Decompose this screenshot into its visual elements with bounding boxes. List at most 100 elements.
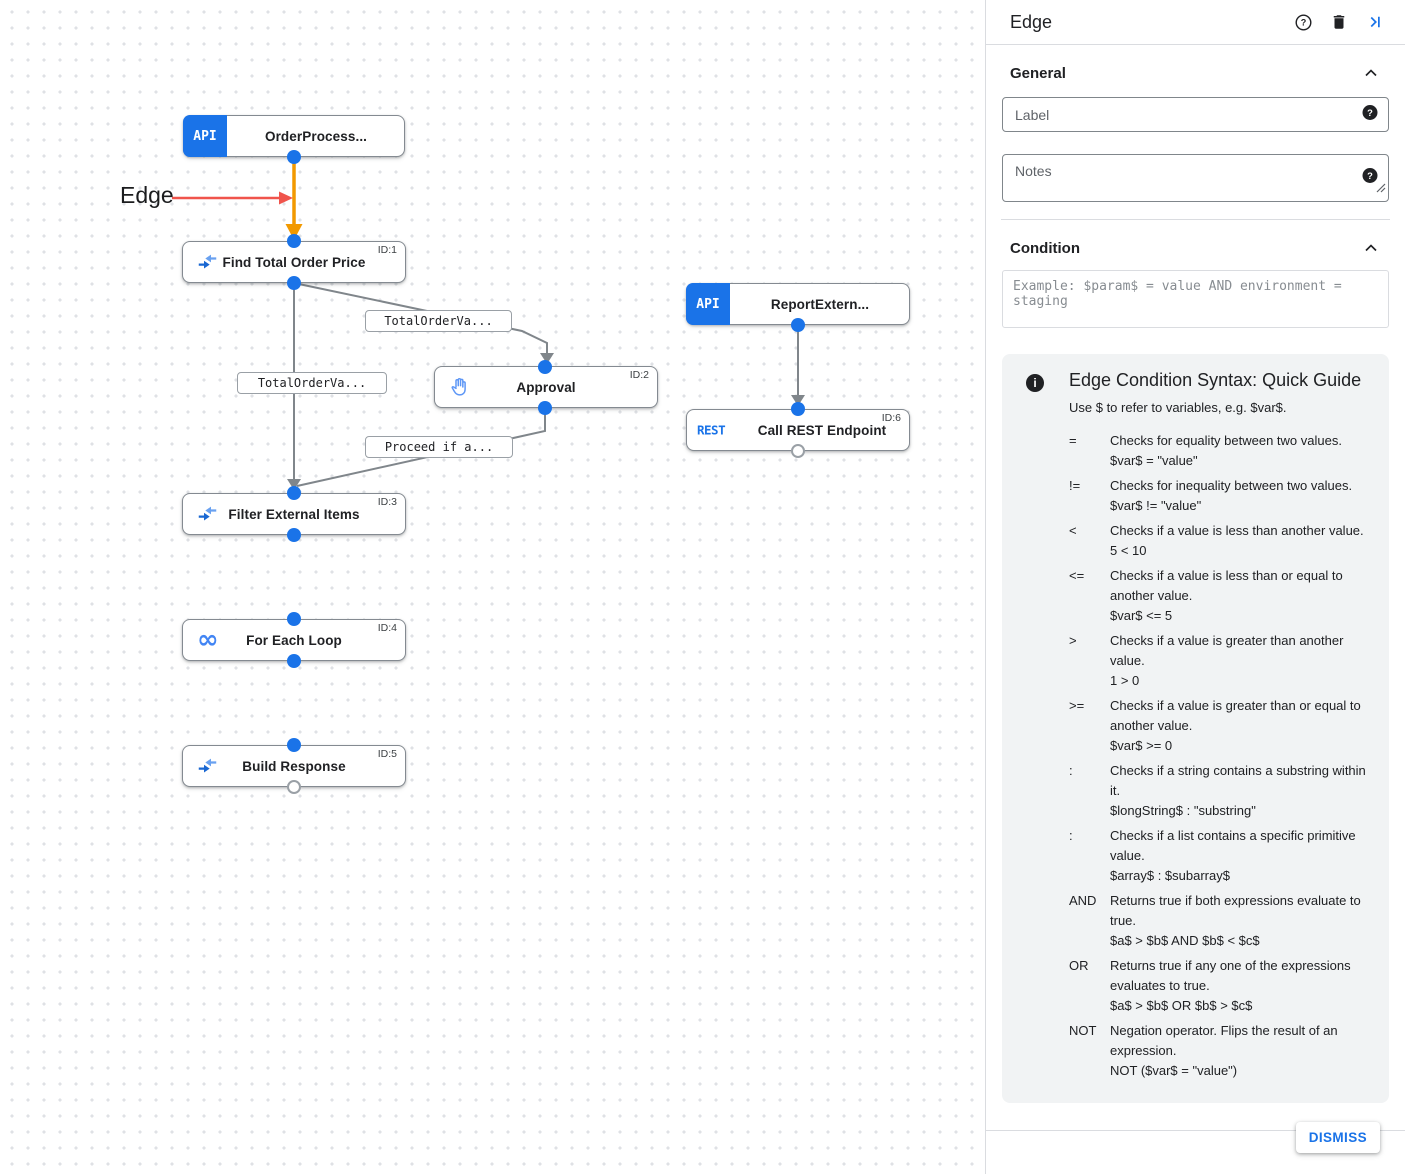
connector-out-open[interactable] bbox=[287, 780, 301, 794]
arrowhead bbox=[791, 395, 805, 406]
guide-row: AND Returns true if both expressions eva… bbox=[1069, 891, 1379, 951]
operator: > bbox=[1069, 633, 1077, 648]
operator-description: Negation operator. Flips the result of a… bbox=[1110, 1023, 1338, 1058]
operator: >= bbox=[1069, 698, 1085, 713]
connector-out-open[interactable] bbox=[791, 444, 805, 458]
loop-icon: ∞ bbox=[197, 625, 219, 655]
operator: NOT bbox=[1069, 1023, 1097, 1038]
operator-example: $var$ >= 0 bbox=[1110, 738, 1173, 753]
condition-section-title: Condition bbox=[1010, 239, 1080, 257]
connector-out[interactable] bbox=[287, 654, 301, 668]
connector-out[interactable] bbox=[287, 150, 301, 164]
operator-description: Checks if a list contains a specific pri… bbox=[1110, 828, 1356, 863]
operator: = bbox=[1069, 433, 1077, 448]
label-field-wrapper: ? bbox=[1002, 97, 1389, 132]
approval-hand-icon bbox=[449, 377, 470, 398]
svg-text:?: ? bbox=[1367, 171, 1373, 181]
svg-text:?: ? bbox=[1300, 17, 1306, 27]
guide-operator-list: = Checks for equality between two values… bbox=[1069, 431, 1379, 1081]
general-section-title: General bbox=[1010, 64, 1066, 82]
node-title: ReportExtern... bbox=[770, 296, 870, 312]
notes-help-icon[interactable]: ? bbox=[1361, 167, 1379, 190]
connector-out[interactable] bbox=[791, 318, 805, 332]
node-title: For Each Loop bbox=[246, 632, 342, 648]
operator: AND bbox=[1069, 893, 1097, 908]
operator-description: Checks if a value is less than another v… bbox=[1110, 523, 1364, 538]
edge-label-totalorderva-2[interactable]: TotalOrderVa... bbox=[237, 372, 387, 394]
svg-text:?: ? bbox=[1367, 107, 1373, 117]
connector-in[interactable] bbox=[791, 402, 805, 416]
delete-icon[interactable] bbox=[1327, 10, 1351, 34]
guide-subtitle: Use $ to refer to variables, e.g. $var$. bbox=[1069, 400, 1287, 415]
edge-properties-panel: Edge ? General bbox=[985, 0, 1405, 1174]
node-title: Approval bbox=[516, 379, 576, 395]
collapse-condition-icon[interactable] bbox=[1361, 238, 1381, 258]
connector-in[interactable] bbox=[287, 612, 301, 626]
operator: : bbox=[1069, 828, 1073, 843]
edge-label-proceed-if[interactable]: Proceed if a... bbox=[365, 436, 513, 458]
edge-find-to-approval[interactable] bbox=[293, 282, 548, 358]
operator-description: Returns true if any one of the expressio… bbox=[1110, 958, 1351, 993]
collapse-general-icon[interactable] bbox=[1361, 63, 1381, 83]
operator-description: Checks if a value is greater than anothe… bbox=[1110, 633, 1344, 668]
help-icon[interactable]: ? bbox=[1291, 10, 1315, 34]
node-id-label: ID:1 bbox=[377, 244, 397, 256]
notes-input[interactable] bbox=[1002, 154, 1389, 202]
connector-out[interactable] bbox=[287, 528, 301, 542]
panel-footer: DISMISS bbox=[986, 1122, 1405, 1174]
label-help-icon[interactable]: ? bbox=[1361, 103, 1379, 126]
dismiss-button[interactable]: DISMISS bbox=[1295, 1122, 1380, 1153]
general-section: General ? ? bbox=[986, 45, 1405, 220]
edge-connections-layer bbox=[172, 160, 805, 490]
operator-description: Checks for inequality between two values… bbox=[1110, 478, 1353, 493]
operator-example: $a$ > $b$ OR $b$ > $c$ bbox=[1110, 998, 1253, 1013]
label-input[interactable] bbox=[1002, 97, 1389, 132]
operator-description: Checks if a value is less than or equal … bbox=[1110, 568, 1343, 603]
node-reportextern-trigger[interactable]: API ReportExtern... bbox=[686, 283, 910, 325]
operator-description: Checks for equality between two values. bbox=[1110, 433, 1342, 448]
node-id-label: ID:4 bbox=[377, 622, 397, 634]
edge-approval-to-filter[interactable] bbox=[296, 408, 546, 487]
connector-in[interactable] bbox=[287, 234, 301, 248]
connector-out[interactable] bbox=[538, 401, 552, 415]
guide-row: < Checks if a value is less than another… bbox=[1069, 521, 1379, 561]
condition-section: Condition i Edge Condition Syntax: Quick… bbox=[986, 220, 1405, 1103]
connector-out[interactable] bbox=[287, 276, 301, 290]
connector-in[interactable] bbox=[287, 738, 301, 752]
guide-row: : Checks if a list contains a specific p… bbox=[1069, 826, 1379, 886]
edge-annotation-label: Edge bbox=[120, 182, 174, 208]
guide-row: <= Checks if a value is less than or equ… bbox=[1069, 566, 1379, 626]
guide-row: != Checks for inequality between two val… bbox=[1069, 476, 1379, 516]
data-mapping-icon bbox=[197, 504, 218, 525]
operator-description: Returns true if both expressions evaluat… bbox=[1110, 893, 1361, 928]
operator-example: 5 < 10 bbox=[1110, 543, 1147, 558]
operator-example: $var$ != "value" bbox=[1110, 498, 1202, 513]
node-title: Filter External Items bbox=[228, 506, 360, 522]
panel-header: Edge ? bbox=[986, 0, 1405, 45]
selected-edge-arrowhead[interactable] bbox=[285, 224, 303, 240]
collapse-panel-icon[interactable] bbox=[1363, 10, 1387, 34]
node-title: Build Response bbox=[242, 758, 346, 774]
api-badge-icon: API bbox=[183, 115, 227, 157]
data-mapping-icon bbox=[197, 252, 218, 273]
data-mapping-icon bbox=[197, 756, 218, 777]
operator-description: Checks if a value is greater than or equ… bbox=[1110, 698, 1361, 733]
info-icon: i bbox=[1026, 374, 1044, 392]
workflow-canvas[interactable]: Edge TotalOrderVa... TotalOrderVa... Pro… bbox=[0, 0, 985, 1174]
connector-in[interactable] bbox=[287, 486, 301, 500]
operator: <= bbox=[1069, 568, 1085, 583]
operator: != bbox=[1069, 478, 1081, 493]
arrowhead bbox=[287, 479, 301, 490]
rest-icon: REST bbox=[697, 422, 726, 438]
edge-label-totalorderva-1[interactable]: TotalOrderVa... bbox=[365, 310, 512, 332]
condition-field-wrapper bbox=[1002, 270, 1389, 328]
panel-title: Edge bbox=[1010, 11, 1053, 32]
operator-example: NOT ($var$ = "value") bbox=[1110, 1063, 1238, 1078]
operator-description: Checks if a string contains a substring … bbox=[1110, 763, 1366, 798]
guide-row: > Checks if a value is greater than anot… bbox=[1069, 631, 1379, 691]
guide-row: OR Returns true if any one of the expres… bbox=[1069, 956, 1379, 1016]
operator-example: $longString$ : "substring" bbox=[1110, 803, 1256, 818]
connector-in[interactable] bbox=[538, 360, 552, 374]
condition-input[interactable] bbox=[1002, 270, 1389, 328]
